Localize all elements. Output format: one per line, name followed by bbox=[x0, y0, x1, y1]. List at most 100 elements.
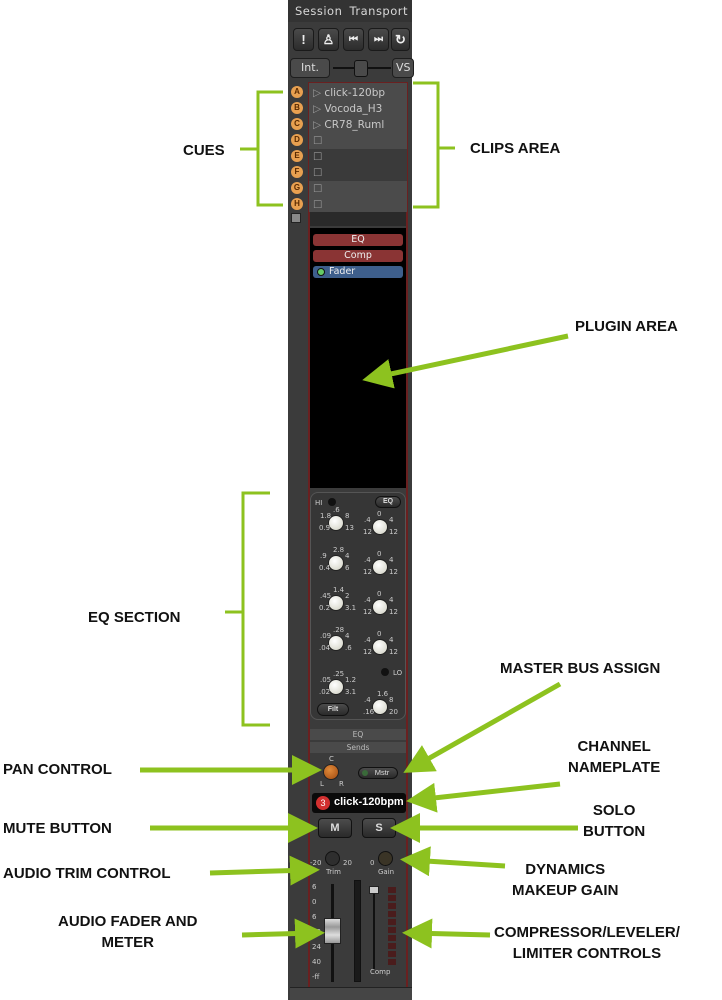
eq-knob[interactable] bbox=[328, 555, 344, 571]
clip-name: click-120bp bbox=[324, 87, 386, 99]
label-line: MAKEUP GAIN bbox=[512, 882, 619, 899]
tab-eq[interactable]: EQ bbox=[310, 729, 406, 740]
eq-scale-label: .4 bbox=[364, 596, 371, 604]
eq-scale-label: 4 bbox=[345, 552, 350, 560]
channel-number: 3 bbox=[316, 796, 330, 810]
label-line: NAMEPLATE bbox=[568, 759, 661, 776]
channel-frame bbox=[308, 212, 408, 987]
comp-label: Comp bbox=[370, 968, 391, 976]
plugin-fader[interactable]: Fader bbox=[313, 266, 403, 278]
cue-button[interactable]: C bbox=[291, 118, 303, 130]
skip-forward-button[interactable]: ⏭ bbox=[368, 28, 389, 51]
eq-scale-label: .4 bbox=[364, 696, 371, 704]
eq-scale-label: 2.8 bbox=[333, 546, 345, 554]
tab-sends[interactable]: Sends bbox=[310, 742, 406, 753]
eq-scale-label: 2 bbox=[345, 592, 350, 600]
pan-knob[interactable] bbox=[323, 764, 339, 780]
mute-button[interactable]: M bbox=[318, 818, 352, 838]
eq-scale-label: 12 bbox=[389, 648, 398, 656]
eq-knob[interactable] bbox=[372, 639, 388, 655]
cue-button[interactable]: D bbox=[291, 134, 303, 146]
channel-nameplate[interactable]: 3 click-120bpm bbox=[312, 793, 406, 813]
menu-session[interactable]: Session bbox=[295, 4, 343, 18]
clip-slot[interactable]: ☐ bbox=[309, 165, 407, 181]
fader-scale-label: 40 bbox=[312, 958, 321, 966]
plugin-comp[interactable]: Comp bbox=[313, 250, 403, 262]
alert-button[interactable]: ! bbox=[293, 28, 314, 51]
lo-shelf-led[interactable] bbox=[381, 668, 389, 676]
sync-vs-button[interactable]: VS bbox=[392, 58, 414, 78]
comp-fader-handle[interactable] bbox=[369, 886, 379, 894]
gain-reduction-segment bbox=[388, 943, 396, 949]
gain-knob[interactable] bbox=[378, 851, 393, 866]
gain-min: 0 bbox=[370, 859, 375, 867]
cue-button[interactable]: B bbox=[291, 102, 303, 114]
alert-icon: ! bbox=[301, 32, 306, 47]
pan-r-label: R bbox=[339, 780, 344, 788]
cue-button[interactable]: H bbox=[291, 198, 303, 210]
eq-knob[interactable] bbox=[328, 679, 344, 695]
clip-slot[interactable]: ▷ CR78_Ruml bbox=[309, 117, 407, 133]
eq-scale-label: 0 bbox=[377, 550, 382, 558]
eq-knob[interactable] bbox=[372, 599, 388, 615]
trim-arrow bbox=[209, 855, 320, 886]
eq-knob[interactable] bbox=[328, 515, 344, 531]
eq-scale-label: 1.4 bbox=[333, 586, 345, 594]
trim-knob[interactable] bbox=[325, 851, 340, 866]
label-line: BUTTON bbox=[583, 823, 646, 840]
trim-label: Trim bbox=[326, 868, 341, 876]
eq-knob[interactable] bbox=[372, 559, 388, 575]
plugin-eq[interactable]: EQ bbox=[313, 234, 403, 246]
stop-all-button[interactable] bbox=[291, 213, 301, 223]
loop-icon: ↻ bbox=[395, 32, 406, 47]
eq-lo-label: LO bbox=[393, 669, 403, 677]
eq-scale-label: .28 bbox=[333, 626, 345, 634]
eq-scale-label: 12 bbox=[389, 528, 398, 536]
master-arrow bbox=[403, 681, 562, 773]
led-icon bbox=[317, 268, 325, 276]
eq-scale-label: 0.4 bbox=[319, 564, 331, 572]
metronome-button[interactable]: ♙ bbox=[318, 28, 339, 51]
clip-slot[interactable]: ▷ click-120bp bbox=[309, 85, 407, 101]
clip-slot[interactable]: ▷ Vocoda_H3 bbox=[309, 101, 407, 117]
eq-knob[interactable] bbox=[328, 595, 344, 611]
plugin-fader-label: Fader bbox=[329, 266, 356, 277]
clip-slot[interactable]: ☐ bbox=[309, 197, 407, 213]
eq-scale-label: .9 bbox=[320, 552, 327, 560]
sync-int-button[interactable]: Int. bbox=[290, 58, 330, 78]
loop-button[interactable]: ↻ bbox=[391, 28, 410, 51]
clips-bracket bbox=[413, 81, 455, 209]
label-clips-area: CLIPS AREA bbox=[470, 140, 561, 157]
eq-knob[interactable] bbox=[372, 699, 388, 715]
eq-bracket bbox=[225, 491, 270, 727]
cue-button[interactable]: F bbox=[291, 166, 303, 178]
menu-transport[interactable]: Transport bbox=[349, 4, 409, 18]
play-icon: ▷ bbox=[313, 103, 325, 115]
plugin-area[interactable]: EQ Comp Fader bbox=[310, 228, 406, 488]
label-line: DYNAMICS bbox=[525, 861, 606, 878]
eq-scale-label: 4 bbox=[389, 556, 394, 564]
trim-max: 20 bbox=[343, 859, 352, 867]
eq-knob[interactable] bbox=[372, 519, 388, 535]
clip-slot[interactable]: ☐ bbox=[309, 149, 407, 165]
master-assign-button[interactable]: Mstr bbox=[358, 767, 398, 779]
cue-button[interactable]: G bbox=[291, 182, 303, 194]
clip-slot[interactable]: ☐ bbox=[309, 133, 407, 149]
clip-stop-row bbox=[310, 212, 406, 226]
eq-scale-label: 8 bbox=[345, 512, 350, 520]
clip-slot[interactable]: ☐ bbox=[309, 181, 407, 197]
cue-button[interactable]: A bbox=[291, 86, 303, 98]
hi-shelf-led[interactable] bbox=[328, 498, 336, 506]
eq-enable-button[interactable]: EQ bbox=[375, 496, 401, 508]
cue-button[interactable]: E bbox=[291, 150, 303, 162]
eq-scale-label: 0 bbox=[377, 510, 382, 518]
skip-back-button[interactable]: ⏮ bbox=[343, 28, 364, 51]
filter-button[interactable]: Filt bbox=[317, 703, 349, 716]
gain-reduction-segment bbox=[388, 959, 396, 965]
sync-slider-handle[interactable] bbox=[354, 60, 368, 77]
eq-knob[interactable] bbox=[328, 635, 344, 651]
eq-scale-label: 1.6 bbox=[377, 690, 389, 698]
